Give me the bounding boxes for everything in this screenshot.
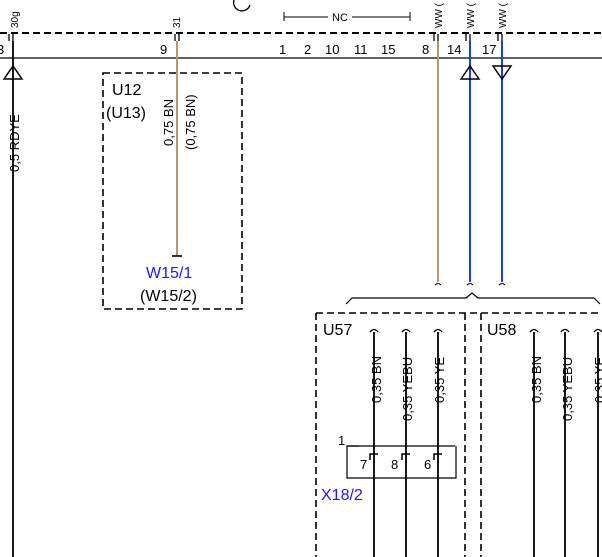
bus-pin-ticks: [8, 34, 503, 41]
u57-name: U57: [323, 322, 352, 339]
top-wire-label-3: WW (: [498, 2, 509, 28]
u12-connector-alt: (W15/2): [140, 288, 197, 305]
pin-2: 2: [304, 42, 311, 57]
pin-9: 9: [160, 42, 167, 57]
u12-wire-label-alt: (0,75 BN): [183, 94, 198, 150]
x18-pin-8: 8: [391, 457, 398, 472]
u12-connector: W15/1: [146, 265, 192, 282]
u57-wire-caps: [369, 328, 443, 333]
u58-wire-label-bn: 0,35 BN: [529, 356, 544, 403]
top-pin-31: 31: [172, 16, 183, 28]
x18-pin-7: 7: [360, 457, 367, 472]
pin-1: 1: [279, 42, 286, 57]
top-pin-30g: 30g: [10, 11, 21, 28]
left-wire-label: 0,5 RDYE: [7, 114, 22, 172]
u58-name: U58: [487, 322, 516, 339]
top-wire-label-1: WW (: [434, 2, 445, 28]
u58-wire-caps: [529, 328, 602, 333]
pin-14: 14: [447, 42, 461, 57]
pin-8: 8: [422, 42, 429, 57]
u12-name: U12: [112, 82, 141, 99]
pin-14-arrow: [459, 64, 481, 80]
u12-wire-label: 0,75 BN: [161, 99, 176, 146]
u57-brace: [345, 292, 601, 305]
nc-label: NC: [332, 12, 348, 24]
pin-10: 10: [325, 42, 339, 57]
u57-wire-label-ye: 0,35 YE: [432, 357, 447, 403]
nc-bracket: NC: [283, 12, 411, 24]
x18-pin-6: 6: [424, 457, 431, 472]
ground-symbol-partial: [232, 0, 251, 12]
pin-partial-3: 3: [0, 42, 4, 57]
u57-wire-label-bn: 0,35 BN: [369, 356, 384, 403]
x18-marker: 1: [338, 433, 345, 448]
top-wire-label-2: WW (: [466, 2, 477, 28]
pin-15: 15: [381, 42, 395, 57]
pin-17-arrow: [491, 65, 513, 81]
u12-box: [102, 72, 243, 310]
u58-wire-label-ye: 0,35 YE: [592, 357, 602, 403]
x18-connector: [346, 445, 457, 479]
left-wire: 0,5 RDYE: [2, 41, 24, 557]
pin-11: 11: [354, 42, 368, 57]
x18-name: X18/2: [321, 487, 363, 504]
u57-wire-label-yebu: 0,35 YEBU: [400, 357, 415, 421]
pin-17: 17: [482, 42, 496, 57]
wire-breaks: [434, 283, 506, 286]
u12-alt-name: (U13): [106, 105, 146, 122]
u58-wire-label-yebu: 0,35 YEBU: [560, 357, 575, 421]
